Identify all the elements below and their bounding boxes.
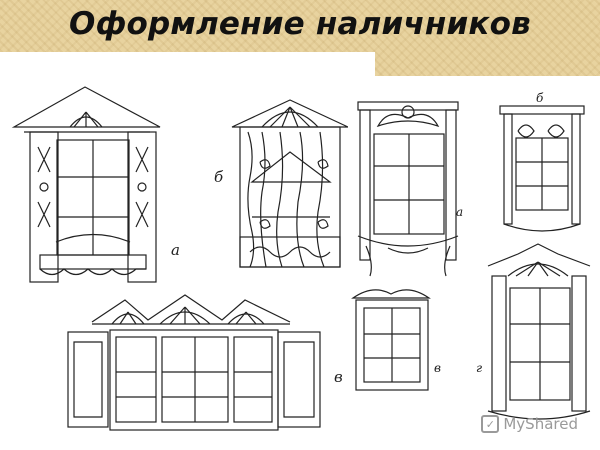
window-frame-b [231, 99, 349, 268]
window-drawings-left: а б в [11, 86, 349, 431]
window-frame-v-right [351, 289, 431, 391]
window-frame-g-right [487, 243, 591, 420]
window-frame-b-right [499, 105, 585, 232]
myshared-logo-icon: ✓ [481, 415, 500, 433]
figure-panel-left: а б в [0, 52, 375, 450]
slide-title: Оформление наличников [69, 6, 531, 42]
window-drawings-right: а б в г [351, 91, 591, 420]
watermark: ✓ MyShared [481, 412, 578, 436]
watermark-text: MyShared [503, 415, 578, 433]
figure-panel-right: а б в г [348, 76, 600, 450]
window-frame-a [11, 86, 161, 283]
label-v-left: в [334, 368, 343, 386]
label-v-right: в [434, 361, 441, 375]
window-frame-a-right [357, 101, 459, 277]
window-frame-v [67, 294, 321, 431]
label-a-right: а [456, 205, 463, 219]
label-b-left: б [214, 168, 224, 186]
label-g-right: г [476, 361, 482, 375]
label-a-left: а [171, 241, 180, 259]
label-b-right: б [536, 91, 544, 105]
